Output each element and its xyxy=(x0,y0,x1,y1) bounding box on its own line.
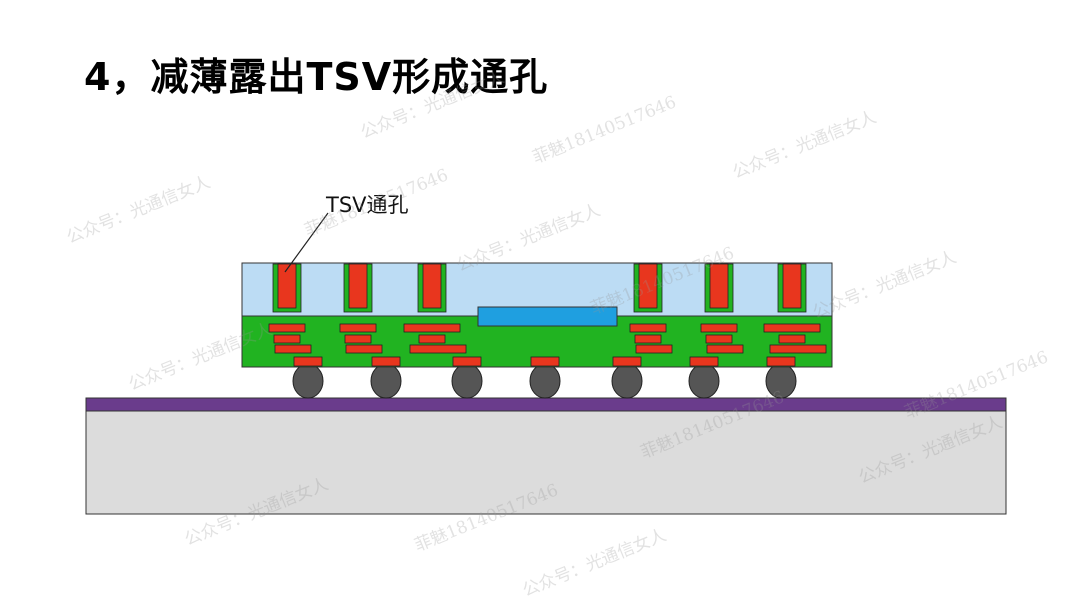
tsv-pad xyxy=(635,344,673,354)
tsv-pad xyxy=(418,334,446,344)
solder-ball xyxy=(611,363,643,399)
substrate-top-layer xyxy=(85,397,1007,412)
bump-pad xyxy=(689,356,719,367)
tsv-pad xyxy=(344,334,372,344)
tsv-via xyxy=(348,263,368,309)
tsv-pad xyxy=(345,344,383,354)
tsv-stack xyxy=(700,263,744,354)
tsv-pad xyxy=(629,323,667,333)
page-title: 4，减薄露出TSV形成通孔 xyxy=(84,55,549,99)
tsv-pad xyxy=(778,334,806,344)
solder-balls xyxy=(292,363,797,399)
tsv-stack xyxy=(629,263,673,354)
tsv-pad xyxy=(634,334,662,344)
tsv-pad xyxy=(339,323,377,333)
callout-label: TSV通孔 xyxy=(325,193,409,217)
tsv-pad xyxy=(403,323,461,333)
substrate xyxy=(85,410,1007,515)
tsv-pad xyxy=(705,334,733,344)
solder-ball xyxy=(292,363,324,399)
tsv-pad xyxy=(700,323,738,333)
solder-ball xyxy=(529,363,561,399)
tsv-structures xyxy=(268,263,827,367)
tsv-via xyxy=(638,263,658,309)
tsv-pad xyxy=(769,344,827,354)
tsv-stack xyxy=(268,263,312,354)
bump-pad xyxy=(530,356,560,367)
solder-ball xyxy=(451,363,483,399)
bump-pad xyxy=(293,356,323,367)
tsv-via xyxy=(709,263,729,309)
tsv-via xyxy=(422,263,442,309)
tsv-stack xyxy=(763,263,827,354)
bump-pad xyxy=(612,356,642,367)
bump-pad xyxy=(452,356,482,367)
tsv-pad xyxy=(706,344,744,354)
solder-ball xyxy=(688,363,720,399)
tsv-pad xyxy=(274,344,312,354)
tsv-pad xyxy=(409,344,467,354)
callout-line xyxy=(284,212,329,273)
bump-pad xyxy=(766,356,796,367)
solder-ball xyxy=(765,363,797,399)
tsv-pad xyxy=(273,334,301,344)
tsv-pad xyxy=(268,323,306,333)
tsv-via xyxy=(782,263,802,309)
embedded-die xyxy=(477,306,618,327)
solder-ball xyxy=(370,363,402,399)
tsv-stack xyxy=(339,263,383,354)
bump-pad xyxy=(371,356,401,367)
tsv-pad xyxy=(763,323,821,333)
tsv-via xyxy=(277,263,297,309)
tsv-stack xyxy=(403,263,467,354)
